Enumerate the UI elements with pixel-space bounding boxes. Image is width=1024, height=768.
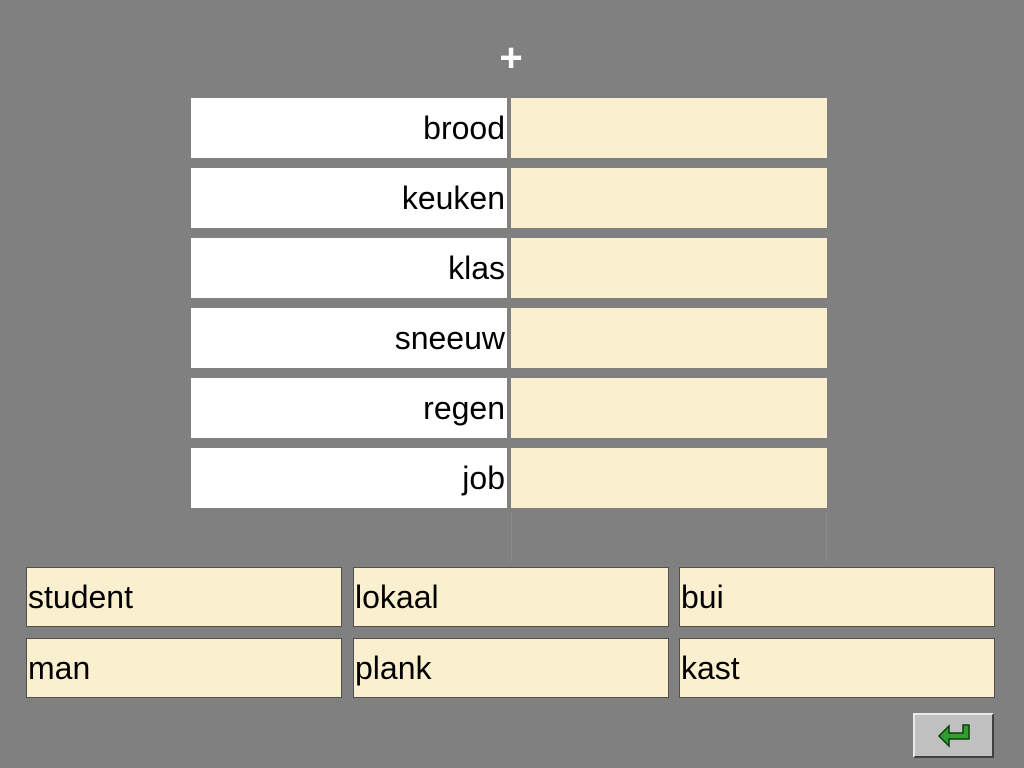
answer-slot[interactable] xyxy=(511,308,827,368)
option-tile[interactable]: plank xyxy=(353,638,669,698)
option-tile[interactable]: student xyxy=(26,567,342,627)
prompt-word: job xyxy=(191,448,507,508)
answer-slot[interactable] xyxy=(511,448,827,508)
option-tile[interactable]: man xyxy=(26,638,342,698)
prompt-word: brood xyxy=(191,98,507,158)
plus-symbol: + xyxy=(499,36,523,80)
word-pair-row: sneeuw xyxy=(191,308,827,368)
column-guide-line xyxy=(826,512,827,562)
prompt-word: klas xyxy=(191,238,507,298)
column-guide-line xyxy=(511,512,512,562)
answer-slot[interactable] xyxy=(511,238,827,298)
word-pair-row: job xyxy=(191,448,827,508)
enter-arrow-icon xyxy=(937,724,970,748)
option-tile[interactable]: kast xyxy=(679,638,995,698)
word-pair-row: regen xyxy=(191,378,827,438)
enter-button[interactable] xyxy=(913,713,994,758)
prompt-word: sneeuw xyxy=(191,308,507,368)
word-pair-row: keuken xyxy=(191,168,827,228)
prompt-word: regen xyxy=(191,378,507,438)
option-tile[interactable]: lokaal xyxy=(353,567,669,627)
answer-slot[interactable] xyxy=(511,378,827,438)
prompt-word: keuken xyxy=(191,168,507,228)
option-tile[interactable]: bui xyxy=(679,567,995,627)
word-pair-row: klas xyxy=(191,238,827,298)
word-pair-row: brood xyxy=(191,98,827,158)
answer-options: student lokaal bui man plank kast xyxy=(26,567,996,699)
answer-slot[interactable] xyxy=(511,98,827,158)
answer-slot[interactable] xyxy=(511,168,827,228)
